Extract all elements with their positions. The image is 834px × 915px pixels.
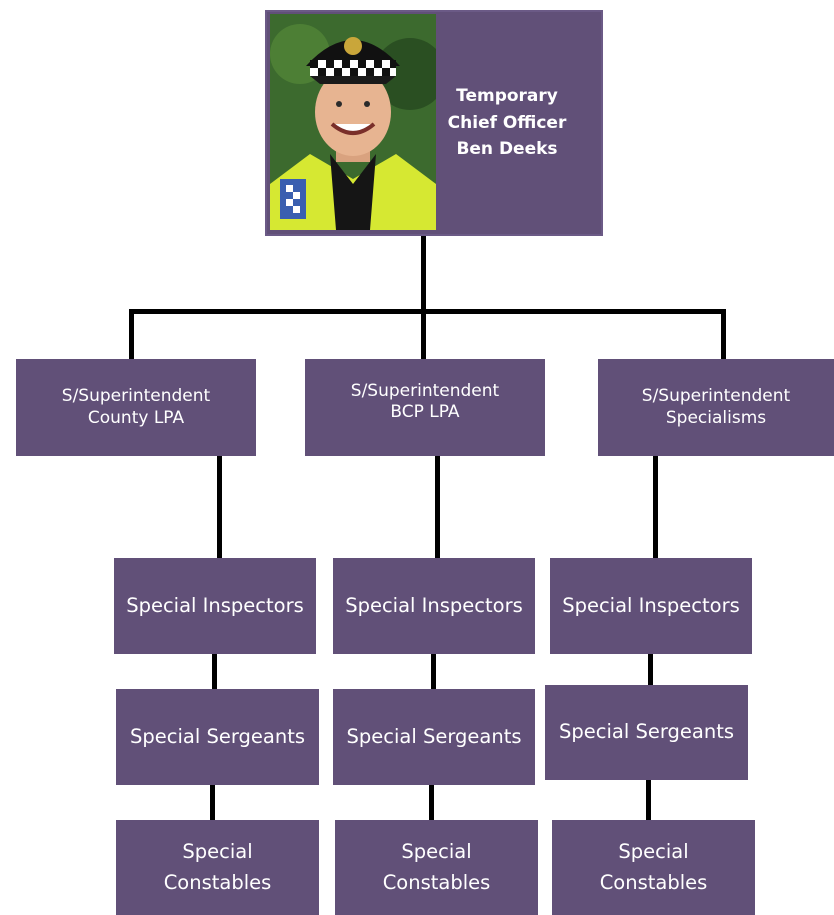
- officer-portrait-icon: [270, 14, 436, 230]
- constables-box-county: Special Constables: [116, 820, 319, 915]
- connector-col3-sgt-const: [646, 780, 651, 820]
- connector-middle-drop: [421, 309, 426, 359]
- connector-col3-sup-insp: [653, 456, 658, 558]
- chief-title-line-2: Chief Officer: [447, 112, 567, 133]
- constables-line-1: Special: [401, 840, 472, 864]
- superintendent-area: County LPA: [87, 407, 185, 428]
- sergeants-label: Special Sergeants: [559, 720, 734, 744]
- chief-title-line-3: Ben Deeks: [456, 139, 558, 160]
- superintendent-box-specialisms: S/Superintendent Specialisms: [598, 359, 834, 456]
- constables-line-2: Constables: [599, 870, 708, 894]
- inspectors-label: Special Inspectors: [126, 593, 304, 617]
- connector-col1-insp-sgt: [212, 654, 217, 689]
- superintendent-area: Specialisms: [665, 407, 767, 428]
- inspectors-box-county: Special Inspectors: [114, 558, 316, 654]
- superintendent-title: S/Superintendent: [61, 386, 211, 407]
- sergeants-box-bcp: Special Sergeants: [333, 689, 535, 785]
- connector-col2-insp-sgt: [431, 654, 436, 689]
- superintendent-title: S/Superintendent: [350, 381, 500, 401]
- connector-chief-down: [421, 230, 426, 312]
- sergeants-box-specialisms: Special Sergeants: [545, 685, 748, 780]
- connector-col1-sgt-const: [210, 785, 215, 820]
- connector-col1-sup-insp: [217, 456, 222, 558]
- chief-title-line-1: Temporary: [456, 86, 558, 107]
- sergeants-box-county: Special Sergeants: [116, 689, 319, 785]
- constables-line-1: Special: [618, 840, 689, 864]
- sergeants-label: Special Sergeants: [130, 724, 305, 748]
- inspectors-box-bcp: Special Inspectors: [333, 558, 535, 654]
- constables-line-1: Special: [182, 840, 253, 864]
- constables-line-2: Constables: [163, 870, 272, 894]
- inspectors-label: Special Inspectors: [345, 593, 523, 617]
- sergeants-label: Special Sergeants: [346, 724, 522, 748]
- inspectors-label: Special Inspectors: [562, 593, 740, 617]
- superintendent-box-bcp: S/Superintendent BCP LPA: [305, 359, 545, 456]
- constables-box-specialisms: Special Constables: [552, 820, 755, 915]
- connector-col3-insp-sgt: [648, 654, 653, 685]
- constables-box-bcp: Special Constables: [335, 820, 538, 915]
- connector-right-drop: [721, 309, 726, 359]
- connector-horizontal: [129, 309, 726, 314]
- chief-officer-title: Temporary Chief Officer Ben Deeks: [441, 83, 573, 162]
- superintendent-area: BCP LPA: [390, 402, 460, 423]
- superintendent-title: S/Superintendent: [641, 386, 791, 407]
- connector-left-drop: [129, 309, 134, 359]
- constables-line-2: Constables: [382, 870, 491, 894]
- connector-col2-sup-insp: [435, 456, 440, 558]
- connector-col2-sgt-const: [429, 785, 434, 820]
- superintendent-box-county: S/Superintendent County LPA: [16, 359, 256, 456]
- inspectors-box-specialisms: Special Inspectors: [550, 558, 752, 654]
